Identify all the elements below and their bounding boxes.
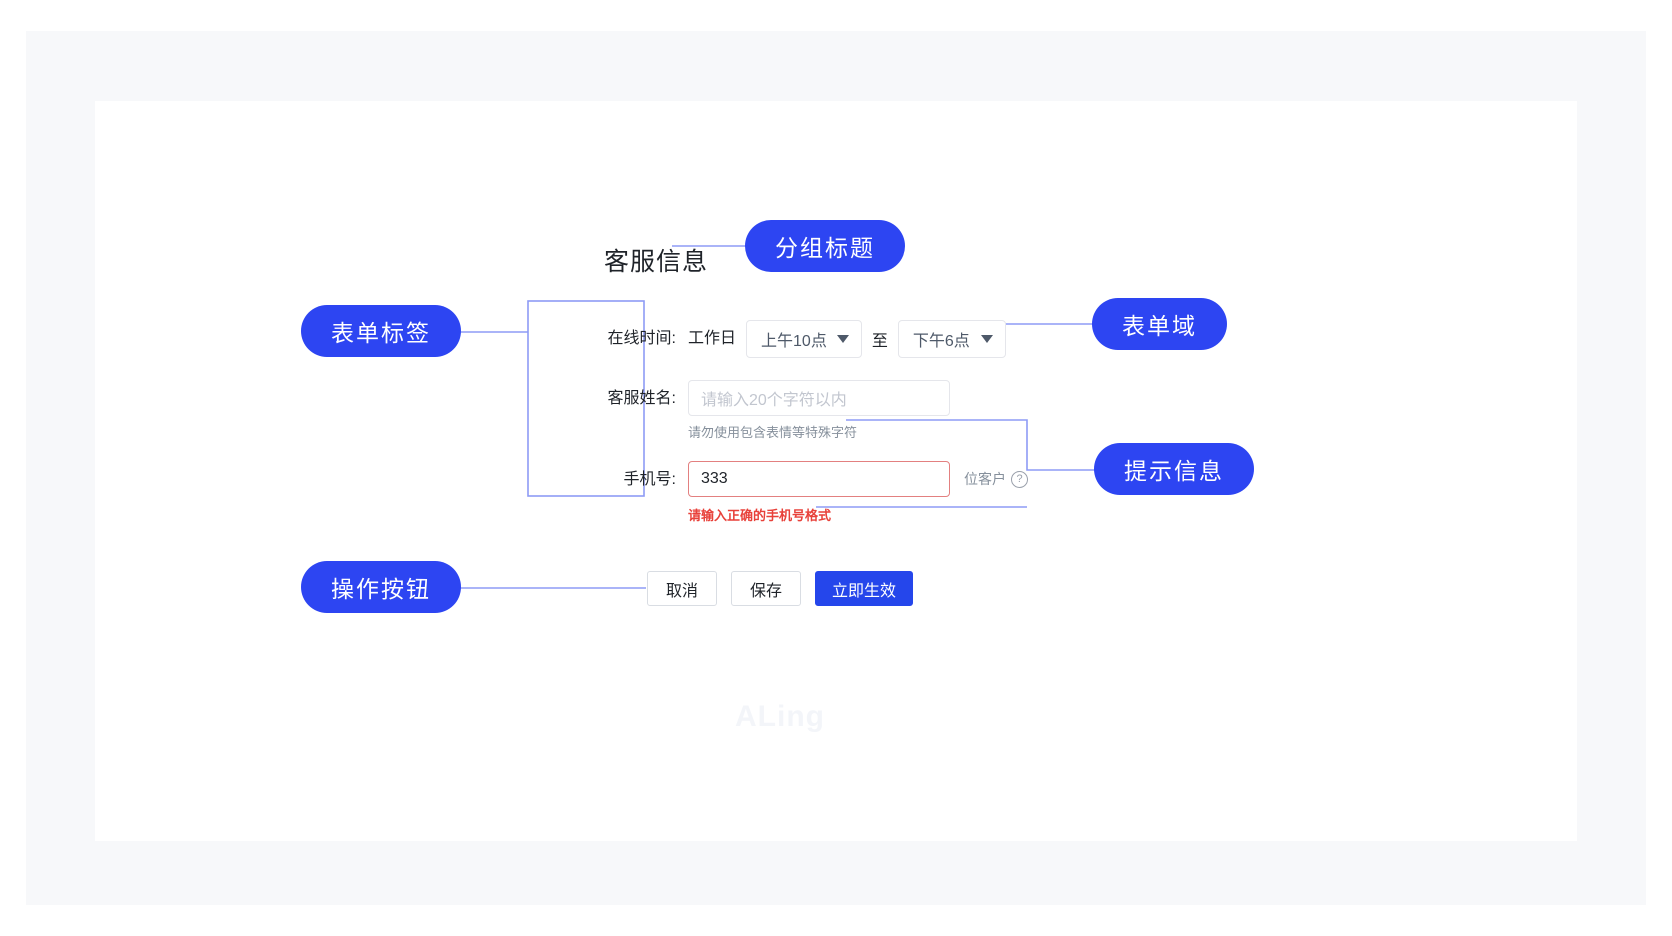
- label-agent-name: 客服姓名:: [607, 390, 676, 407]
- form-row-online-time: 在线时间: 工作日 上午10点 至 下午6点: [568, 320, 1128, 358]
- control-online-time: 工作日 上午10点 至 下午6点: [688, 320, 1006, 358]
- form-row-agent-name: 客服姓名: 请输入20个字符以内 请勿使用包含表情等特殊字符: [568, 380, 1128, 441]
- label-phone: 手机号:: [623, 471, 676, 488]
- select-start-time-value: 上午10点: [761, 333, 827, 350]
- cancel-button[interactable]: 取消: [647, 571, 717, 606]
- control-agent-name: 请输入20个字符以内 请勿使用包含表情等特殊字符: [688, 380, 950, 441]
- annotation-hint-message: 提示信息: [1094, 443, 1254, 495]
- annotation-form-field: 表单域: [1092, 298, 1227, 350]
- agent-name-input[interactable]: 请输入20个字符以内: [688, 380, 950, 416]
- watermark: ALing: [735, 700, 825, 733]
- annotation-form-label: 表单标签: [301, 305, 461, 357]
- agent-name-helper-text: 请勿使用包含表情等特殊字符: [688, 425, 858, 440]
- weekday-static-text: 工作日: [688, 330, 737, 347]
- control-phone: 333 位客户 ? 请输入正确的手机号格式: [688, 461, 1028, 524]
- chevron-down-icon: [836, 335, 849, 343]
- apply-now-button[interactable]: 立即生效: [815, 571, 914, 606]
- select-end-time-value: 下午6点: [912, 333, 970, 350]
- row-spacer: [568, 441, 1128, 461]
- save-button[interactable]: 保存: [731, 571, 801, 606]
- annotation-action-buttons: 操作按钮: [301, 561, 461, 613]
- phone-suffix: 位客户 ?: [964, 469, 1028, 489]
- form-row-phone: 手机号: 333 位客户 ? 请输入正确的手机号格式: [568, 461, 1128, 524]
- question-circle-icon[interactable]: ?: [1011, 470, 1028, 488]
- customer-service-form: 在线时间: 工作日 上午10点 至 下午6点 客服姓名: 请输入20个字符以内 …: [568, 320, 1128, 524]
- group-title: 客服信息: [604, 248, 709, 276]
- phone-suffix-text: 位客户: [964, 471, 1006, 487]
- chevron-down-icon: [980, 335, 993, 343]
- select-start-time[interactable]: 上午10点: [746, 320, 862, 358]
- phone-error-text: 请输入正确的手机号格式: [688, 508, 832, 523]
- action-button-group: 取消 保存 立即生效: [647, 571, 914, 606]
- phone-input[interactable]: 333: [688, 461, 950, 497]
- annotation-group-title: 分组标题: [745, 220, 905, 272]
- label-online-time: 在线时间:: [607, 330, 676, 347]
- select-end-time[interactable]: 下午6点: [897, 320, 1006, 358]
- time-range-separator: 至: [871, 333, 888, 350]
- row-spacer: [568, 358, 1128, 380]
